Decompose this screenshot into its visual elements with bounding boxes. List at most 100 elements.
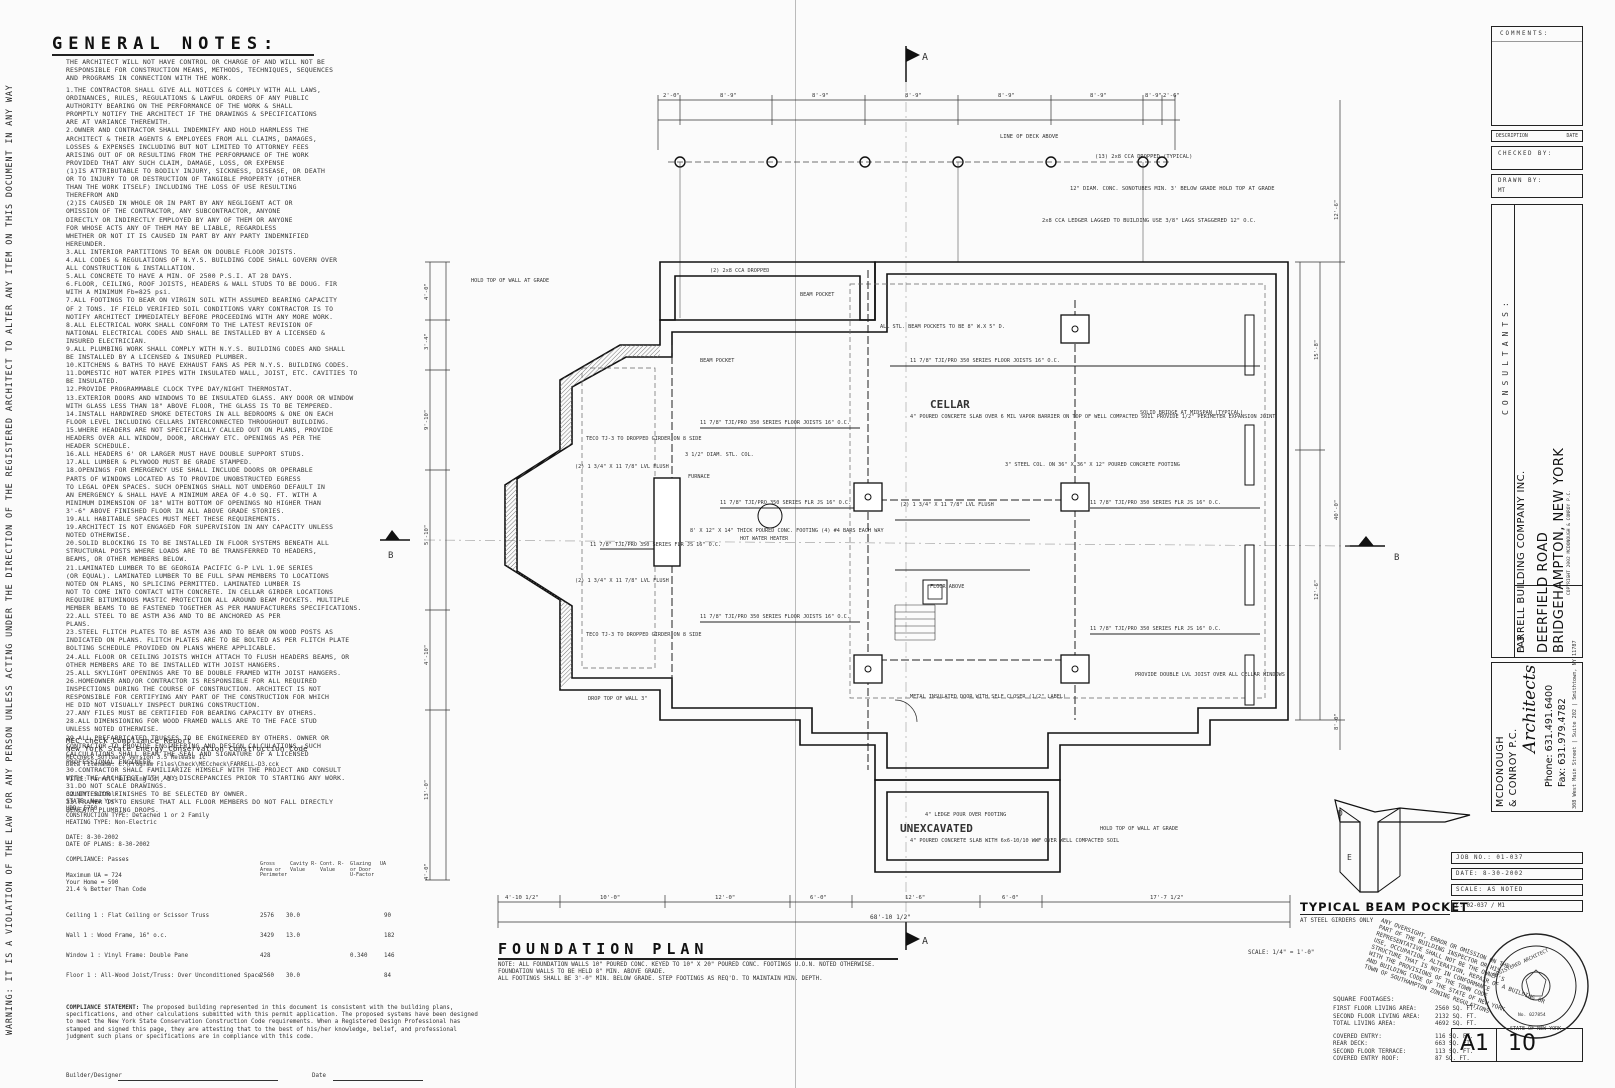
note-line: 27.ANY FILES MUST BE CERTIFIED FOR BEARI… [66, 709, 317, 718]
note-line: BE INSULATED. [66, 377, 119, 386]
table-cell: Window 1 : Vinyl Frame: Double Pane [66, 953, 189, 959]
note-line: NATIONAL ELECTRICAL CODES AND SHALL BE I… [66, 328, 326, 337]
note-line: (2)IS CAUSED IN WHOLE OR IN PART BY ANY … [66, 199, 293, 208]
footage-value: 2560 SQ. FT. [1435, 1006, 1477, 1012]
note-line: HEREUNDER. [66, 239, 107, 248]
lvl-note-1: (2) 1 3/4" X 11 7/8" LVL FLUSH [575, 464, 669, 470]
firm-address: 308 West Main Street | Suite 202 | Smith… [1572, 640, 1578, 809]
note-line: CONTRACTOR TO PROVIDE ENGINEERING AND DE… [66, 741, 321, 750]
dimension-text: 4'-0" [424, 863, 430, 880]
note-line: PARTS OF WINDOWS LOCATED AS TO PROVIDE U… [66, 474, 301, 483]
table-cell: 3429 [260, 933, 274, 939]
square-footages: SQUARE FOOTAGES: FIRST FLOOR LIVING AREA… [1333, 996, 1483, 1064]
table-cell: Ceiling 1 : Flat Ceiling or Scissor Trus… [66, 913, 210, 919]
note-line: NOTIFY ARCHITECT IMMEDIATELY BEFORE PROC… [66, 312, 334, 321]
note-line: 19.ARCHITECT IS NOT ENGAGED FOR SUPERVIS… [66, 523, 334, 532]
table-cell: 13.0 [286, 933, 300, 939]
right-dimension-text: 12'-6"15'-8"40'-0"12'-6"8'-0" [1314, 200, 1340, 730]
table-cell: 90 [384, 913, 391, 919]
footage-label: FIRST FLOOR LIVING AREA: [1333, 1006, 1417, 1012]
beam-pocket-underline [1300, 914, 1450, 916]
dimension-text: 2'-0" [663, 93, 680, 99]
plan-general-note: NOTE: ALL FOUNDATION WALLS 10" POURED CO… [498, 962, 875, 983]
software-line: MECcheck Software Version 3.5 Release 1c [66, 755, 206, 762]
note-line: 32.INTERIOR FINISHES TO BE SELECTED BY O… [66, 790, 249, 799]
section-b-right-marker: B [1345, 536, 1399, 563]
footage-value: 4692 SQ. FT. [1435, 1021, 1477, 1027]
double-joist-note: PROVIDE DOUBLE LVL JOIST OVER ALL CELLAR… [1135, 672, 1285, 678]
note-line: NOTED ON PLANS, NO SPLICING PERMITTED. L… [66, 579, 301, 588]
note-line: (1)IS ATTRIBUTABLE TO BODILY INJURY, SIC… [66, 166, 326, 175]
hold-top-note: HOLD TOP OF WALL AT GRADE [471, 278, 549, 284]
section-b-left-label: B [388, 551, 393, 561]
cad-box: C: 02-037 / M1 [1451, 900, 1583, 912]
note-line: LOSSES & EXPENSES INCLUDING BUT NOT LIMI… [66, 142, 309, 151]
note-line: 21.LAMINATED LUMBER TO BE GEORGIA PACIFI… [66, 563, 313, 572]
deck-piers [668, 156, 1172, 318]
section-a-bottom-marker: A [905, 922, 928, 950]
dimension-text: 8'-9" [1090, 93, 1107, 99]
footage-value: 2132 SQ. FT. [1435, 1013, 1477, 1020]
comments-box: COMMENTS: [1491, 26, 1583, 126]
compliance-statement-text: The proposed building represented in thi… [66, 1005, 478, 1040]
rescheck-report: MEC check Compliance Report New York Sta… [66, 736, 308, 894]
beam-pocket-detail: D E [1334, 799, 1471, 893]
flitch-note: 8' X 12" X 14" THICK POURED CONC. FOOTIN… [690, 528, 885, 534]
firm-name-1: MCDONOUGH [1495, 735, 1506, 807]
table-row: Floor 1 : All-Wood Joist/Truss: Over Unc… [66, 973, 406, 993]
right-dimension-lines [1295, 100, 1345, 750]
location-line: HDD: 5750 [66, 806, 98, 813]
note-line: 2.OWNER AND CONTRACTOR SHALL INDEMNIFY A… [66, 126, 309, 135]
project-road: DEERFIELD ROAD [1536, 531, 1551, 653]
seal-line-2: STATE OF NEW YORK [1510, 1026, 1561, 1032]
plan-note-line: NOTE: ALL FOUNDATION WALLS 10" POURED CO… [498, 962, 875, 968]
column-footings [653, 314, 1090, 723]
note-line: 31.DO NOT SCALE DRAWINGS. [66, 782, 168, 791]
solid-bridge-note: SOLID BRIDGE AT MIDSPAN (TYPICAL) [1140, 410, 1243, 416]
table-cell: 30.0 [286, 913, 300, 919]
client-name: FARRELL BUILDING COMPANY INC. [1516, 470, 1527, 653]
ledger-note: 2x8 CCA LEDGER LAGGED TO BUILDING USE 3/… [1042, 218, 1256, 224]
dimension-text: 8'-9" [812, 93, 829, 99]
footage-value: 663 SQ. FT. [1435, 1041, 1474, 1047]
left-dimension-lines [425, 261, 450, 881]
drawn-by-box: DRAWN BY: MT [1491, 174, 1583, 198]
cellar-note: 4" POURED CONCRETE SLAB OVER 6 MIL VAPOR… [910, 414, 1275, 420]
joist-note-4: 11 7/8" TJI/PRO 350 SERIES FLR JS 16" O.… [1090, 500, 1221, 506]
note-line: 25.ALL SKYLIGHT OPENINGS ARE TO BE DOUBL… [66, 668, 342, 677]
note-line: INSURED ELECTRICIAN. [66, 336, 147, 345]
note-line: 4.ALL CODES & REGULATIONS OF N.Y.S. BUIL… [66, 255, 338, 264]
note-line: 1.THE CONTRACTOR SHALL GIVE ALL NOTICES … [66, 86, 321, 94]
note-line: 29.ALL PREFABRICATED TRUSSES TO BE ENGIN… [66, 733, 330, 742]
location-line: CONSTRUCTION TYPE: Detached 1 or 2 Famil… [66, 813, 210, 820]
firm-architects: Architects [1520, 664, 1540, 753]
title-block: COMMENTS: DESCRIPTION DATE CHECKED BY: D… [1451, 26, 1583, 1066]
table-cell: 146 [384, 953, 395, 959]
joist-note-5: 11 7/8" TJI/PRO 350 SERIES FLR JS 16" O.… [590, 542, 721, 548]
footage-row: COVERED ENTRY ROOF:87 SQ. FT. [1333, 1056, 1483, 1064]
beam-pocket-note-2: BEAM POCKET [700, 358, 734, 364]
rescheck-compliance: COMPLIANCE: Passes [66, 857, 129, 864]
dimension-text: 15'-8" [1314, 340, 1320, 360]
note-line: WITH GLASS LESS THAN 18" ABOVE FLOOR, TH… [66, 401, 334, 410]
dimension-text: 6'-0" [1002, 895, 1019, 901]
note-line: 23.STEEL FLITCH PLATES TO BE ASTM A36 AN… [66, 628, 334, 637]
note-line: 18.OPENINGS FOR EMERGENCY USE SHALL INCL… [66, 466, 313, 475]
note-line: 7.ALL FOOTINGS TO BEAR ON VIRGIN SOIL WI… [66, 296, 338, 305]
note-line: DIRECTLY OR INDIRECTLY EMPLOYED BY ANY O… [66, 215, 293, 224]
sheet-number-box: A1 10 [1451, 1028, 1583, 1062]
dimension-text: 3'-4" [424, 333, 430, 350]
dimension-text: 8'-9" [1145, 93, 1162, 99]
section-a-top-marker: A [905, 46, 928, 82]
dimension-text: 4'-10 1/2" [505, 895, 539, 901]
builder-signature-line [118, 1080, 278, 1081]
joist-note-6: 11 7/8" TJI/PRO 350 SERIES FLOOR JOISTS … [700, 614, 850, 620]
sheet-number-prefix: A1 [1460, 1031, 1490, 1056]
fold-line [795, 0, 796, 1088]
lvl-note-2: (2) 1 3/4" X 11 7/8" LVL FLUSH [900, 502, 994, 508]
dimension-text: 9'-10" [424, 410, 430, 430]
plan-scale: SCALE: 1/4" = 1'-0" [1248, 950, 1315, 956]
joist-note-2: 11 7/8" TJI/PRO 350 SERIES FLOOR JOISTS … [700, 420, 850, 426]
comments-label: COMMENTS: [1500, 31, 1550, 37]
joist-note-1: 11 7/8" TJI/PRO 350 SERIES FLOOR JOISTS … [910, 358, 1060, 364]
